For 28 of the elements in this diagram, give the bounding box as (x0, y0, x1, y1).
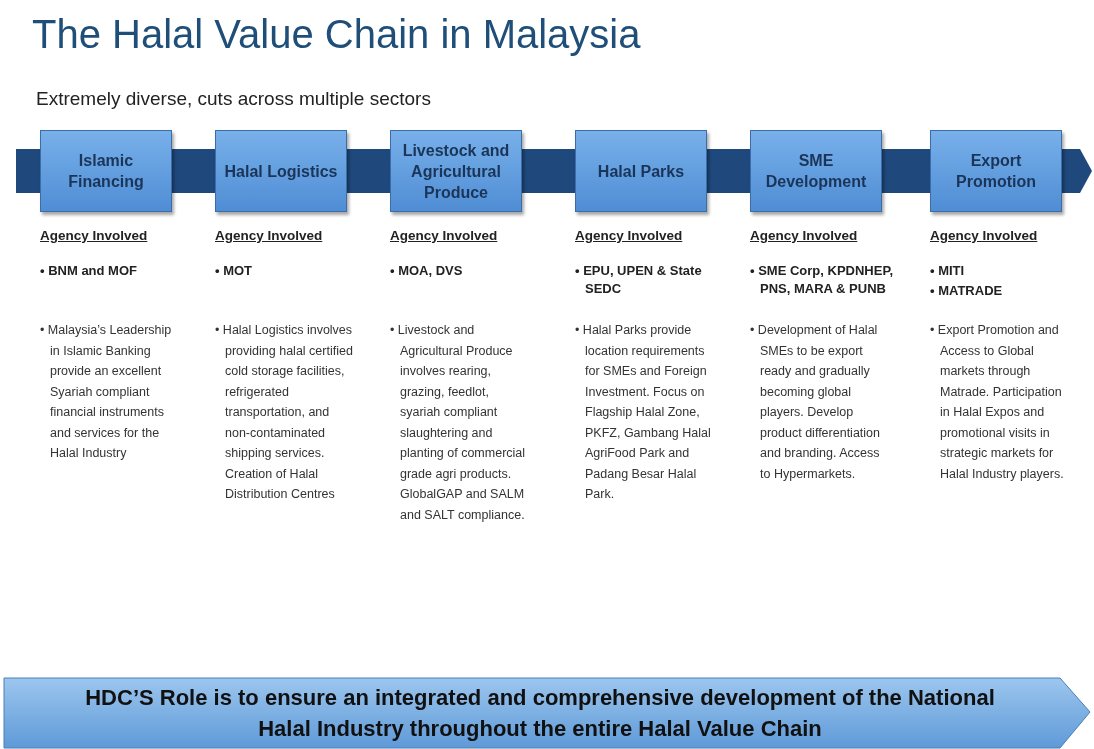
stage-box: Islamic Financing (40, 130, 172, 212)
agency-name: • MITI (930, 262, 966, 280)
agency-heading: Agency Involved (390, 228, 498, 243)
agency-name: • SME Corp, KPDNHEP, PNS, MARA & PUNB (750, 262, 894, 298)
agency-heading: Agency Involved (40, 228, 148, 243)
description-text: • Export Promotion and Access to Global markets through Matrade. Participation in Halal Expos and promotional visits in strategic markets for Halal Industry players. (930, 322, 1065, 483)
agency-name: • MATRADE (930, 282, 1004, 300)
stage-box: SME Development (750, 130, 882, 212)
agency-name: • MOT (215, 262, 254, 280)
title: The Halal Value Chain in Malaysia (32, 12, 641, 57)
description-text: • Livestock and Agricultural Produce involves rearing, grazing, feedlot, syariah compliant slaughtering and planting of commercial grade agri products. GlobalGAP and SALM and SALT compliance. (390, 322, 527, 524)
banner-text: HDC’S Role is to ensure an integrated and comprehensive development of the National Halal Industry throughout the entire Halal Value Chain (84, 683, 996, 743)
stage-box: Livestock and Agricultural Produce (390, 130, 522, 212)
agency-heading: Agency Involved (750, 228, 858, 243)
agency-heading: Agency Involved (575, 228, 683, 243)
stage-box: Export Promotion (930, 130, 1062, 212)
description-text: • Development of Halal SMEs to be export ready and gradually becoming global players. Develop product differentiation and branding. Access to Hypermarkets. (750, 322, 881, 483)
agency-name: • MOA, DVS (390, 262, 464, 280)
agency-heading: Agency Involved (930, 228, 1038, 243)
description-text: • Halal Logistics involves providing halal certified cold storage facilities, refrigerated transportation, and non-contaminated shipping services. Creation of Halal Distribution Centres (215, 322, 354, 503)
stage-box: Halal Logistics (215, 130, 347, 212)
description-text: • Halal Parks provide location requirements for SMEs and Foreign Investment. Focus on Flagship Halal Zone, PKFZ, Gambang Halal AgriFood Park and Padang Besar Halal Park. (575, 322, 712, 503)
description-text: • Malaysia’s Leadership in Islamic Banking provide an excellent Syariah compliant financial instruments and services for the Halal Industry (40, 322, 173, 462)
agency-name: • EPU, UPEN & State SEDC (575, 262, 703, 298)
agency-heading: Agency Involved (215, 228, 323, 243)
subtitle: Extremely diverse, cuts across multiple sectors (36, 88, 431, 110)
agency-name: • BNM and MOF (40, 262, 138, 280)
stage-box: Halal Parks (575, 130, 707, 212)
